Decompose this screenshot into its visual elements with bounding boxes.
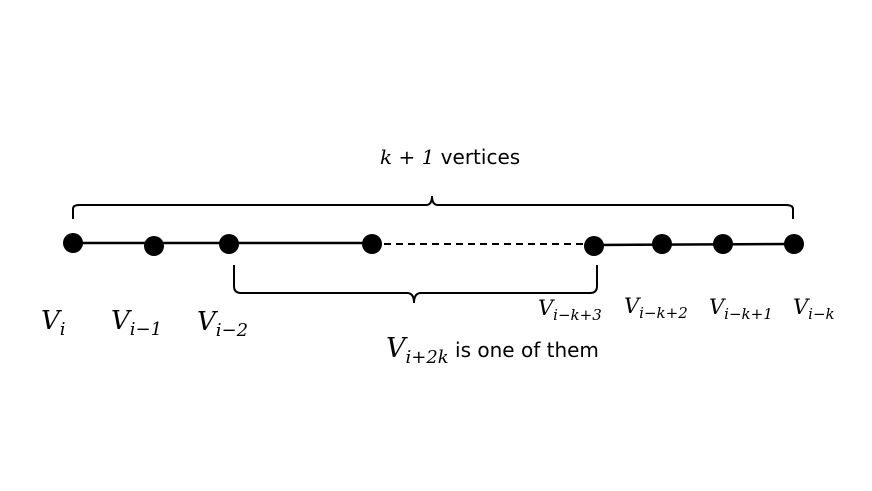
vertex-label-i: Vi [41,306,66,340]
bottom-brace-text: is one of them [449,338,599,362]
vertex-i-minus-k-plus-1 [713,234,733,254]
vertex-label-i-minus-k-plus-2: Vi−k+2 [624,294,688,322]
vertex-middle [362,234,382,254]
bottom-brace [233,265,598,304]
vertex-i-minus-1 [144,236,164,256]
vertex-label-i-minus-k: Vi−k [793,295,835,323]
vertex-label-i-minus-k-plus-1: Vi−k+1 [709,295,773,323]
vertex-label-i-minus-k-plus-3: Vi−k+3 [538,296,602,324]
bottom-brace-var: V [386,333,408,364]
bottom-brace-label: Vi+2k is one of them [386,333,599,368]
vertex-i-minus-k-plus-3 [584,236,604,256]
vertex-i-minus-k-plus-2 [652,234,672,254]
vertex-i [63,233,83,253]
top-brace-label: k + 1 vertices [380,145,520,169]
top-brace-text: vertices [434,145,520,169]
edge-solid-right [593,242,795,247]
top-brace [72,195,794,219]
bottom-brace-sub: i+2k [406,347,449,368]
vertex-i-minus-2 [219,234,239,254]
vertex-label-i-minus-1: Vi−1 [111,306,162,340]
top-brace-math: k + 1 [380,145,434,169]
vertex-label-i-minus-2: Vi−2 [197,307,248,341]
vertex-i-minus-k [784,234,804,254]
